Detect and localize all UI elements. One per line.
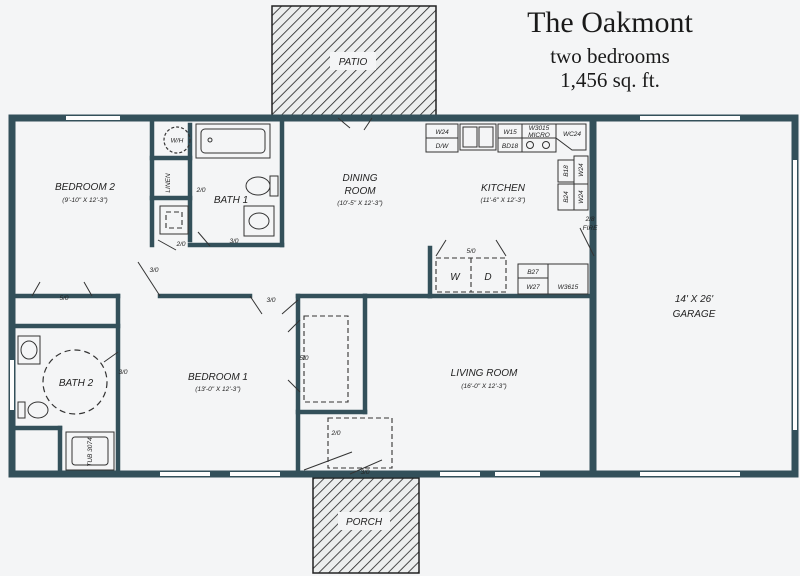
bed2-door-tag: 3/0	[149, 267, 158, 274]
living-dims: (16'-0" X 12'-3")	[461, 383, 506, 390]
door-swings	[31, 117, 595, 363]
cab-w27: W27	[526, 284, 540, 291]
cab-b27: B27	[527, 269, 539, 276]
hvac-inner	[165, 211, 183, 229]
bed2-closet-tag: 5/0	[59, 295, 68, 302]
cab-w15: W15	[503, 129, 517, 136]
plan-area: 1,456 sq. ft.	[560, 68, 660, 92]
bath1-label: BATH 1	[214, 195, 248, 206]
cab-b24: B24	[563, 191, 570, 203]
garage-dims: 14' X 26'	[675, 294, 714, 305]
bath1-fixtures	[195, 123, 279, 237]
patio-slab	[271, 5, 437, 119]
cab-w24-right-b: W24	[578, 190, 585, 204]
cab-b18: B18	[563, 165, 570, 177]
bedroom2-name: BEDROOM 2	[55, 182, 115, 193]
bedroom1-dims: (13'-0" X 12'-3")	[195, 386, 240, 393]
kitchen-cabinets	[425, 123, 589, 295]
washer-label: W	[450, 272, 461, 283]
patio-label-bg	[330, 52, 376, 70]
bath2-door-tag: 3/0	[118, 369, 127, 376]
kitchen-name: KITCHEN	[481, 183, 526, 194]
patio-label: PATIO	[339, 57, 368, 68]
bedroom1-name: BEDROOM 1	[188, 372, 248, 383]
porch-label: PORCH	[346, 517, 383, 528]
hvac-box	[159, 205, 189, 235]
water-heater: W/H	[163, 126, 191, 154]
cab-w3615: W3615	[558, 284, 579, 291]
hall-door-tag: 3/0	[266, 297, 275, 304]
wh-door-tag: 2/0	[175, 241, 185, 248]
garage-name: GARAGE	[673, 309, 716, 320]
laundry-closet	[435, 239, 507, 293]
cab-w24-top: W24	[435, 129, 449, 136]
windows	[10, 116, 797, 476]
linen-label: LINEN	[165, 173, 172, 192]
front-door-tag: 3/0	[360, 469, 369, 476]
bedroom2-dims: (9'-10" X 12'-3")	[62, 197, 107, 204]
bath2-fixtures	[17, 335, 115, 471]
kitchen-dims: (11'-6" X 12'-3")	[481, 197, 526, 204]
dining-name-1: DINING	[343, 173, 378, 184]
cab-bd18: BD18	[502, 143, 519, 150]
cab-w24-right-a: W24	[578, 163, 585, 177]
bed1-closet-shelf	[303, 315, 349, 403]
dining-name-2: ROOM	[344, 186, 376, 197]
cab-dw: D/W	[436, 143, 450, 150]
bed1-closet-tag: 5/0	[299, 355, 308, 362]
dining-dims: (10'-5" X 12'-3")	[337, 200, 382, 207]
laundry-door-tag: 5/0	[466, 248, 475, 255]
tub-tag: TUB 3074	[87, 437, 94, 467]
fire-door-label: FIRE	[583, 225, 598, 232]
porch-label-bg	[338, 512, 390, 530]
interior-walls	[9, 115, 596, 477]
linen-door-tag: 2/0	[195, 187, 205, 194]
plan-subtitle: two bedrooms	[550, 44, 670, 68]
cab-wc24: WC24	[563, 131, 581, 138]
dryer-label: D	[484, 272, 491, 283]
coat-closet-tag: 2/0	[330, 430, 340, 437]
fire-door-size: 2/8	[584, 216, 594, 223]
coat-closet-shelf	[327, 417, 393, 469]
water-heater-label: W/H	[171, 138, 184, 145]
cab-micro: MICRO	[528, 132, 550, 139]
plan-title: The Oakmont	[527, 6, 693, 39]
living-name: LIVING ROOM	[451, 368, 518, 379]
front-door-swing	[303, 451, 383, 475]
bath1-door-tag: 3/0	[229, 238, 238, 245]
bath2-label: BATH 2	[59, 378, 94, 389]
bed1-closet-doors	[287, 319, 301, 393]
cab-w3015: W3015	[529, 125, 550, 132]
